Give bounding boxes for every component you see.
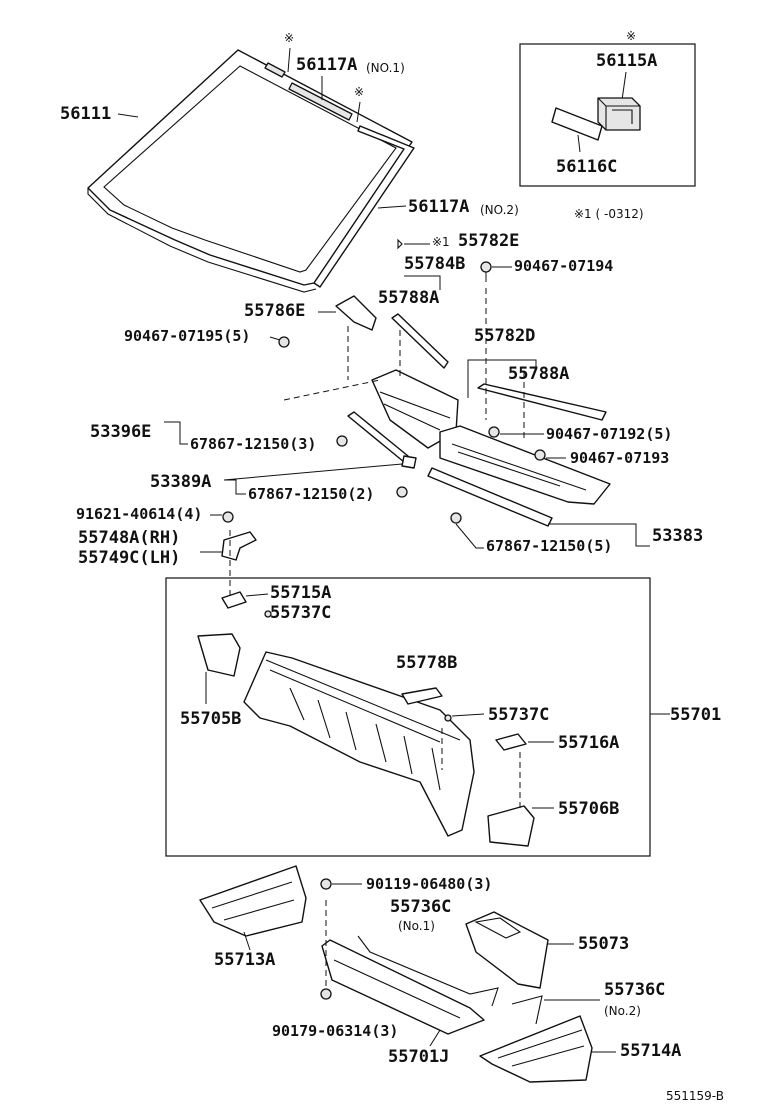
label-53383: 53383	[652, 526, 703, 546]
label-90119-06480: 90119-06480(3)	[366, 875, 492, 893]
label-55073: 55073	[578, 934, 629, 954]
leader-asterisk-1	[287, 47, 291, 73]
inset-asterisk: ※	[626, 29, 636, 43]
leader-56117A-no2	[377, 205, 407, 209]
label-56117A-no2-note: (NO.2)	[480, 203, 519, 217]
label-90467-07192: 90467-07192(5)	[546, 425, 672, 443]
label-56117A-no1: 56117A	[296, 55, 357, 75]
seal-53383	[427, 467, 553, 527]
clip-67867-12150-3	[336, 435, 348, 447]
label-55784B: 55784B	[404, 254, 465, 274]
bracket-55715A	[221, 591, 247, 609]
label-90467-07195: 90467-07195(5)	[124, 327, 250, 345]
windshield-molding-no2	[313, 125, 415, 288]
reinforcement-55778B	[401, 687, 443, 705]
screw-90467-07193	[534, 449, 546, 461]
label-67867-12150-3: 67867-12150(3)	[190, 435, 316, 453]
screw-90467-07194	[480, 261, 492, 273]
mark-55782E: ※1	[432, 235, 450, 249]
bracket-55706B	[487, 805, 535, 847]
assembly-lines	[229, 288, 525, 810]
bolt-90179-06314	[320, 988, 332, 1000]
spacer-56116C	[551, 107, 603, 141]
label-55706B: 55706B	[558, 799, 619, 819]
label-55736C-no1: 55736C	[390, 897, 451, 917]
clip-90467-07195	[278, 336, 290, 348]
label-55788A-lower: 55788A	[508, 364, 569, 384]
asterisk-mark-1: ※	[284, 31, 294, 45]
label-55782E: 55782E	[458, 231, 519, 251]
clip-67867-12150-5	[450, 512, 462, 524]
bracket-55748A	[221, 531, 257, 561]
label-55737C-a: 55737C	[270, 603, 331, 623]
label-55705B: 55705B	[180, 709, 241, 729]
label-56116C: 56116C	[556, 157, 617, 177]
label-55715A: 55715A	[270, 583, 331, 603]
label-56117A-no1-note: (NO.1)	[366, 61, 405, 75]
panel-box	[165, 577, 651, 857]
label-55748A: 55748A(RH)	[78, 528, 180, 548]
panel-55713A	[199, 865, 307, 937]
rod-55736C-no2	[511, 995, 543, 1025]
label-55716A: 55716A	[558, 733, 619, 753]
screw-90467-07192	[488, 426, 500, 438]
label-56111: 56111	[60, 104, 111, 124]
cowl-louver-right	[439, 425, 611, 505]
clip-55782E	[397, 238, 403, 250]
label-56117A-no2: 56117A	[408, 197, 469, 217]
asterisk-mark-2: ※	[354, 85, 364, 99]
label-55713A: 55713A	[214, 950, 275, 970]
bracket-55073	[465, 911, 549, 989]
label-55736C-no2-note: (No.2)	[604, 1004, 641, 1018]
label-53396E: 53396E	[90, 422, 151, 442]
weatherstrip-55788A-upper	[391, 313, 449, 369]
bracket-55705B	[197, 633, 241, 677]
label-55736C-no2: 55736C	[604, 980, 665, 1000]
label-55737C-b: 55737C	[488, 705, 549, 725]
clip-55737C-b	[444, 714, 452, 722]
clip-55737C-a	[264, 610, 272, 618]
rod-55736C-no1	[357, 935, 499, 1007]
leader-asterisk-2	[356, 101, 361, 123]
label-67867-12150-2: 67867-12150(2)	[248, 485, 374, 503]
panel-55714A	[479, 1015, 593, 1083]
weatherstrip-55788A-lower	[477, 383, 607, 421]
label-55701J: 55701J	[388, 1047, 449, 1067]
bracket-55786E	[335, 295, 377, 331]
label-55778B: 55778B	[396, 653, 457, 673]
label-91621-40614: 91621-40614(4)	[76, 505, 202, 523]
bolt-91621-40614	[222, 511, 234, 523]
bracket-55716A	[495, 733, 527, 751]
label-90467-07193: 90467-07193	[570, 449, 669, 467]
label-55786E: 55786E	[244, 301, 305, 321]
windshield-molding-no1	[264, 62, 353, 121]
label-67867-12150-5: 67867-12150(5)	[486, 537, 612, 555]
cowl-panel-55701	[243, 651, 475, 837]
diagram-reference: 551159-B	[666, 1089, 724, 1103]
clip-56115A	[597, 97, 641, 131]
label-90179-06314: 90179-06314(3)	[272, 1022, 398, 1040]
clip-67867-12150-2	[396, 486, 408, 498]
label-90467-07194: 90467-07194	[514, 257, 613, 275]
label-55788A-upper: 55788A	[378, 288, 439, 308]
label-53389A: 53389A	[150, 472, 211, 492]
label-55749C: 55749C(LH)	[78, 548, 180, 568]
label-56115A: 56115A	[596, 51, 657, 71]
date-note: ※1 ( -0312)	[574, 207, 644, 221]
label-55701: 55701	[670, 705, 721, 725]
label-55782D: 55782D	[474, 326, 535, 346]
inset-box: ※ 56115A 56116C ※1 ( -0312)	[519, 29, 696, 221]
label-55714A: 55714A	[620, 1041, 681, 1061]
leader-56111	[117, 113, 139, 118]
bolt-90119-06480	[320, 878, 332, 890]
label-55736C-no1-note: (No.1)	[398, 919, 435, 933]
panel-55701J	[321, 939, 485, 1035]
